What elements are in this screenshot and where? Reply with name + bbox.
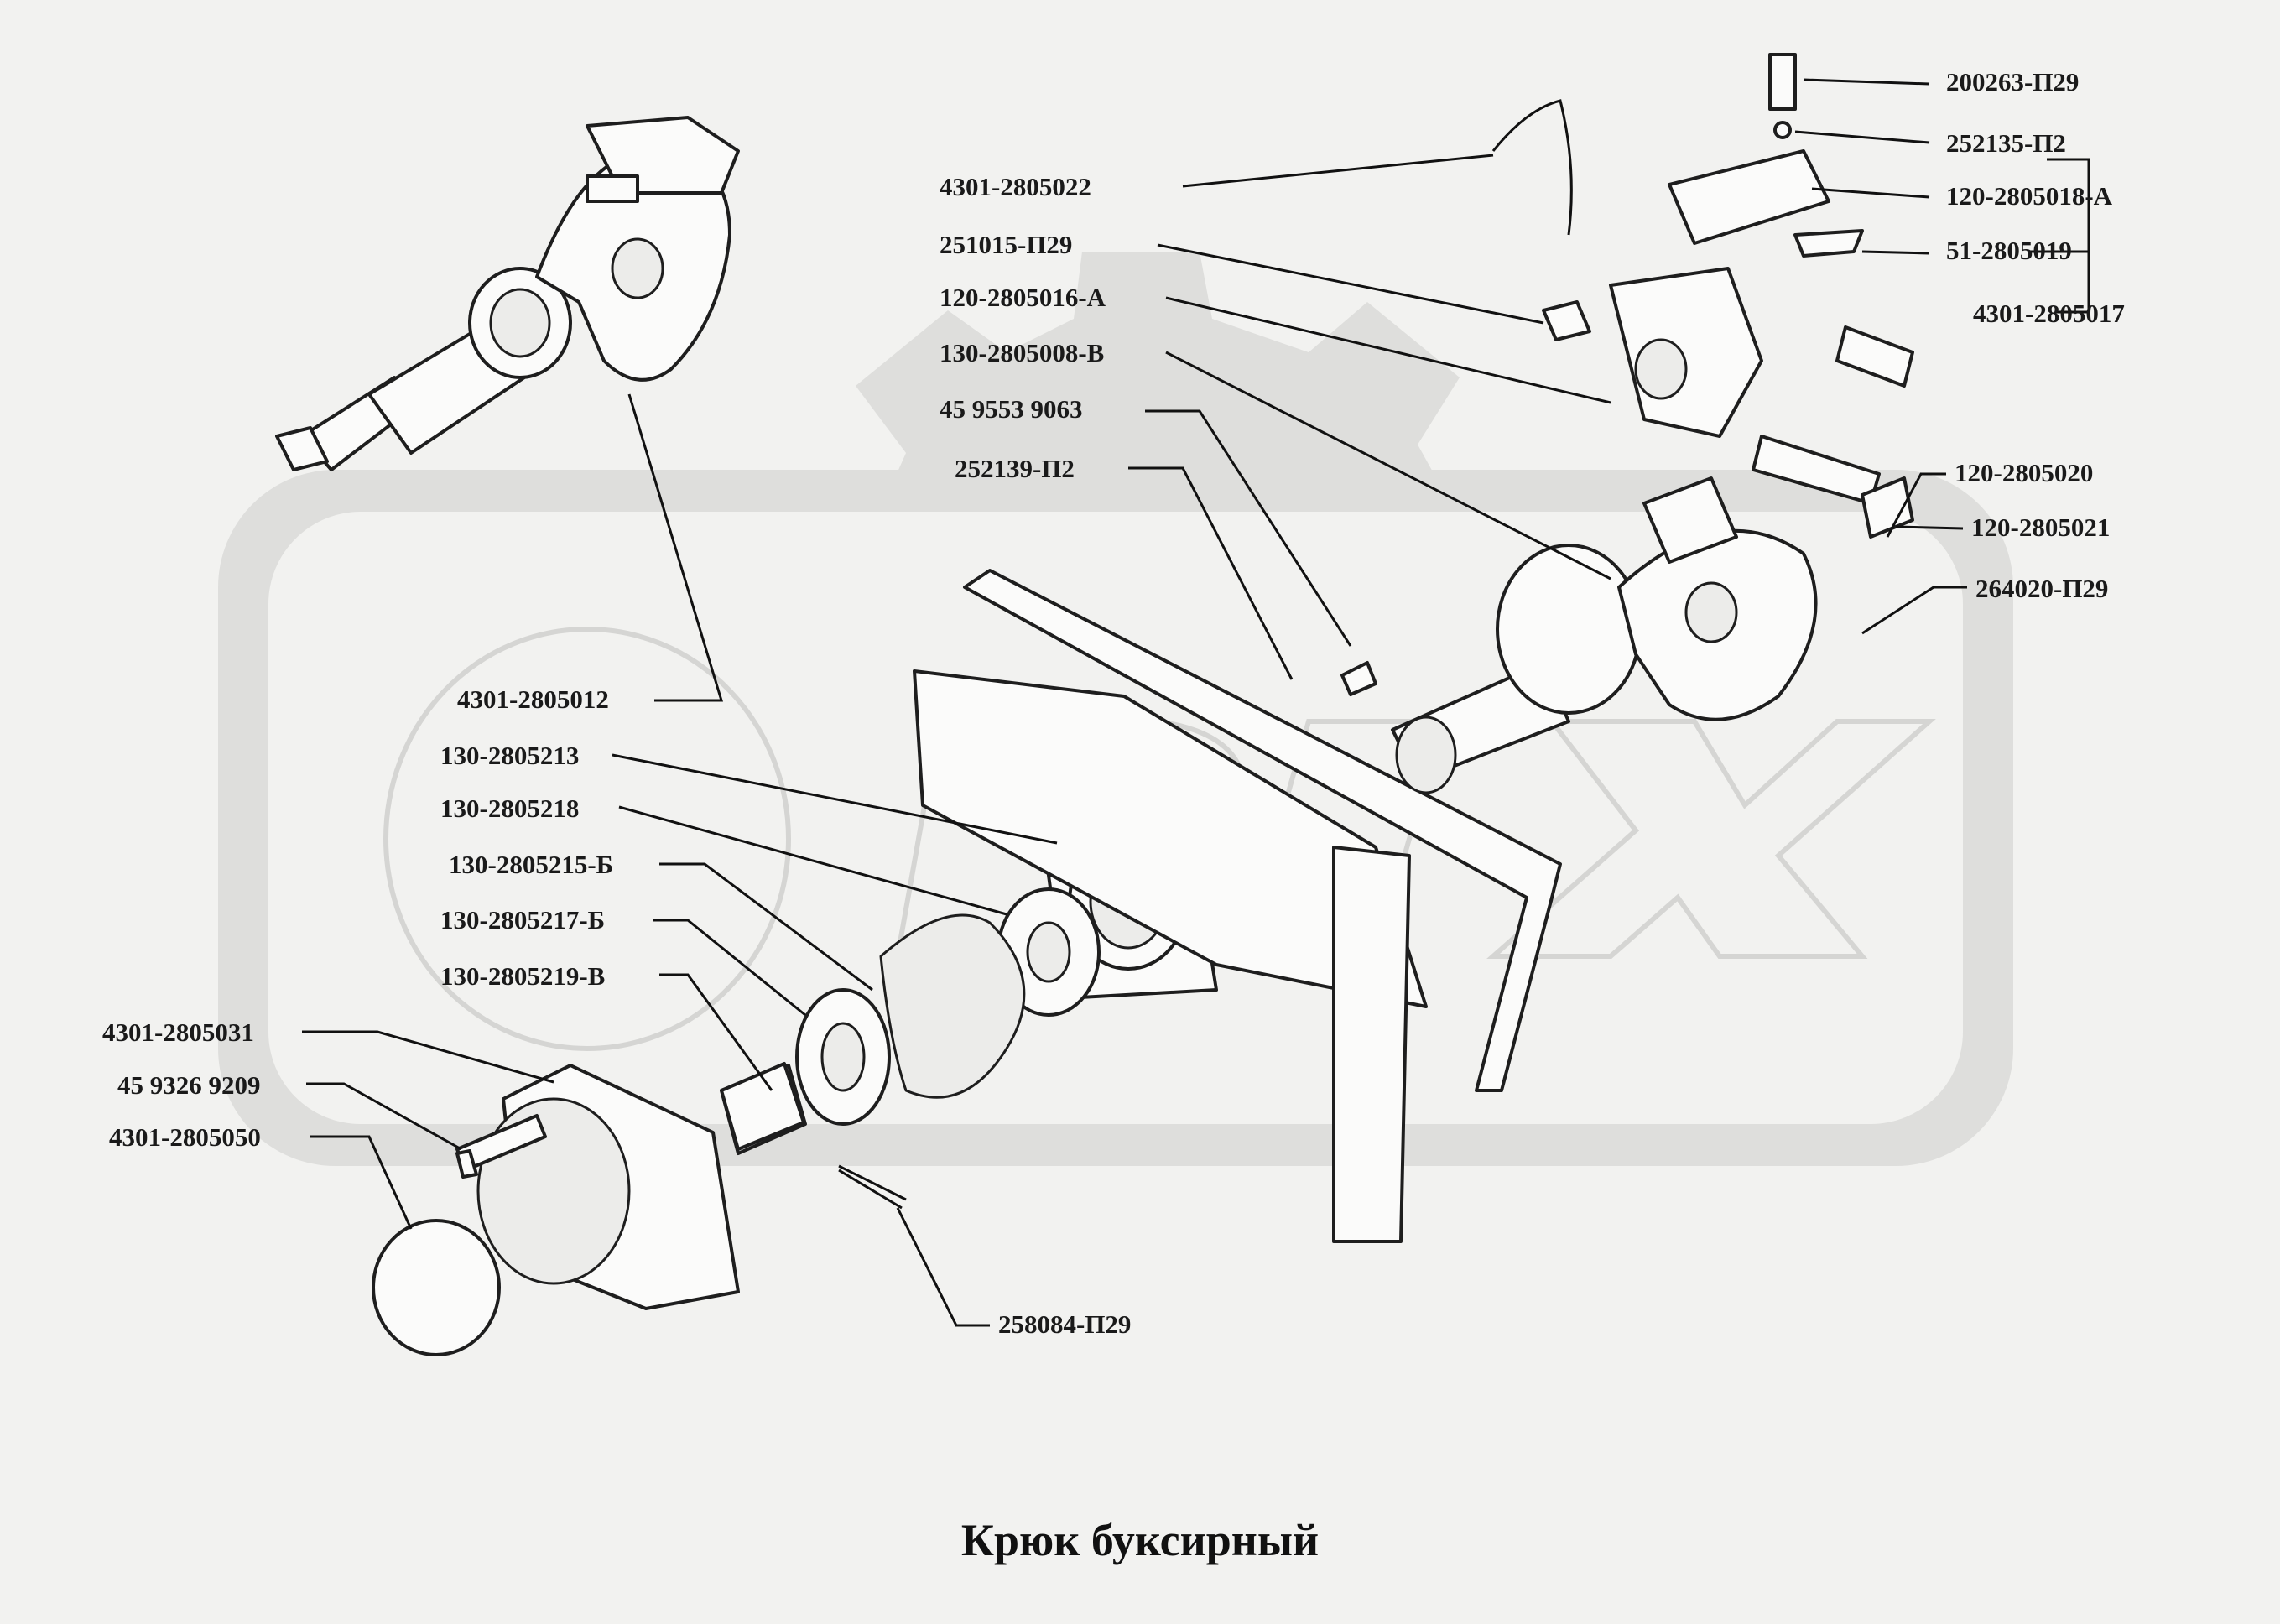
part-number-label: 258084-П29 [998,1309,1132,1339]
leader-lines [302,78,2090,1327]
leader-line [1861,586,1967,635]
leader-line [1145,409,1352,647]
part-number-label: 252135-П2 [1946,128,2066,158]
part-number-label: 264020-П29 [1975,574,2109,603]
leader-line [1794,130,1930,144]
leader-line [627,393,724,702]
part-number-label: 130-2805218 [440,794,580,823]
leader-line [2030,158,2090,314]
part-number-label: 251015-П29 [940,230,1073,259]
part-number-label: 4301-2805017 [1973,299,2125,328]
part-number-label: 51-2805019 [1946,236,2072,265]
part-number-label: 45 9553 9063 [940,394,1083,424]
part-number-label: 4301-2805031 [102,1018,254,1047]
leader-line [1861,250,1930,255]
hook-assembly-right [1391,476,1818,794]
upper-right-parts [1340,53,1914,696]
part-number-label: 200263-П29 [1946,67,2080,96]
leader-line [653,919,806,1017]
part-number-label: 120-2805018-А [1946,181,2113,211]
leader-line [1886,472,1946,538]
leader-line [1803,78,1930,86]
part-number-label: 120-2805016-А [940,283,1106,312]
leader-line [310,1135,413,1230]
leader-line [896,1207,990,1327]
hook-assembly-left [275,116,740,471]
part-number-label: 120-2805021 [1971,513,2111,542]
part-number-label: 130-2805215-Б [449,850,614,879]
leader-line [1182,154,1494,188]
leader-line [1128,466,1294,680]
part-number-label: 4301-2805012 [457,684,609,714]
leader-line [1165,296,1611,404]
leader-line [1165,351,1611,580]
leader-line [302,1030,554,1084]
leader-line [1811,187,1930,199]
part-number-label: 130-2805213 [440,741,580,770]
leader-line [618,805,1007,916]
part-number-label: 120-2805020 [1955,458,2094,487]
part-number-label: 130-2805008-В [940,338,1105,367]
frame-bracket [913,569,1562,1243]
part-number-label: 4301-2805022 [940,172,1091,201]
leader-line [659,973,773,1091]
part-number-label: 4301-2805050 [109,1122,261,1152]
leader-line [1895,525,1964,530]
leader-line [1157,243,1544,325]
part-number-label: 252139-П2 [955,454,1075,483]
bottom-parts [372,1062,907,1356]
part-number-label: 130-2805217-Б [440,905,606,934]
leader-line [612,753,1058,845]
leader-line [306,1082,462,1151]
leader-line [659,862,873,992]
part-number-label: 130-2805219-В [440,961,606,991]
part-number-label: 45 9326 9209 [117,1070,261,1100]
diagram-title: Крюк буксирный [960,1515,1320,1565]
